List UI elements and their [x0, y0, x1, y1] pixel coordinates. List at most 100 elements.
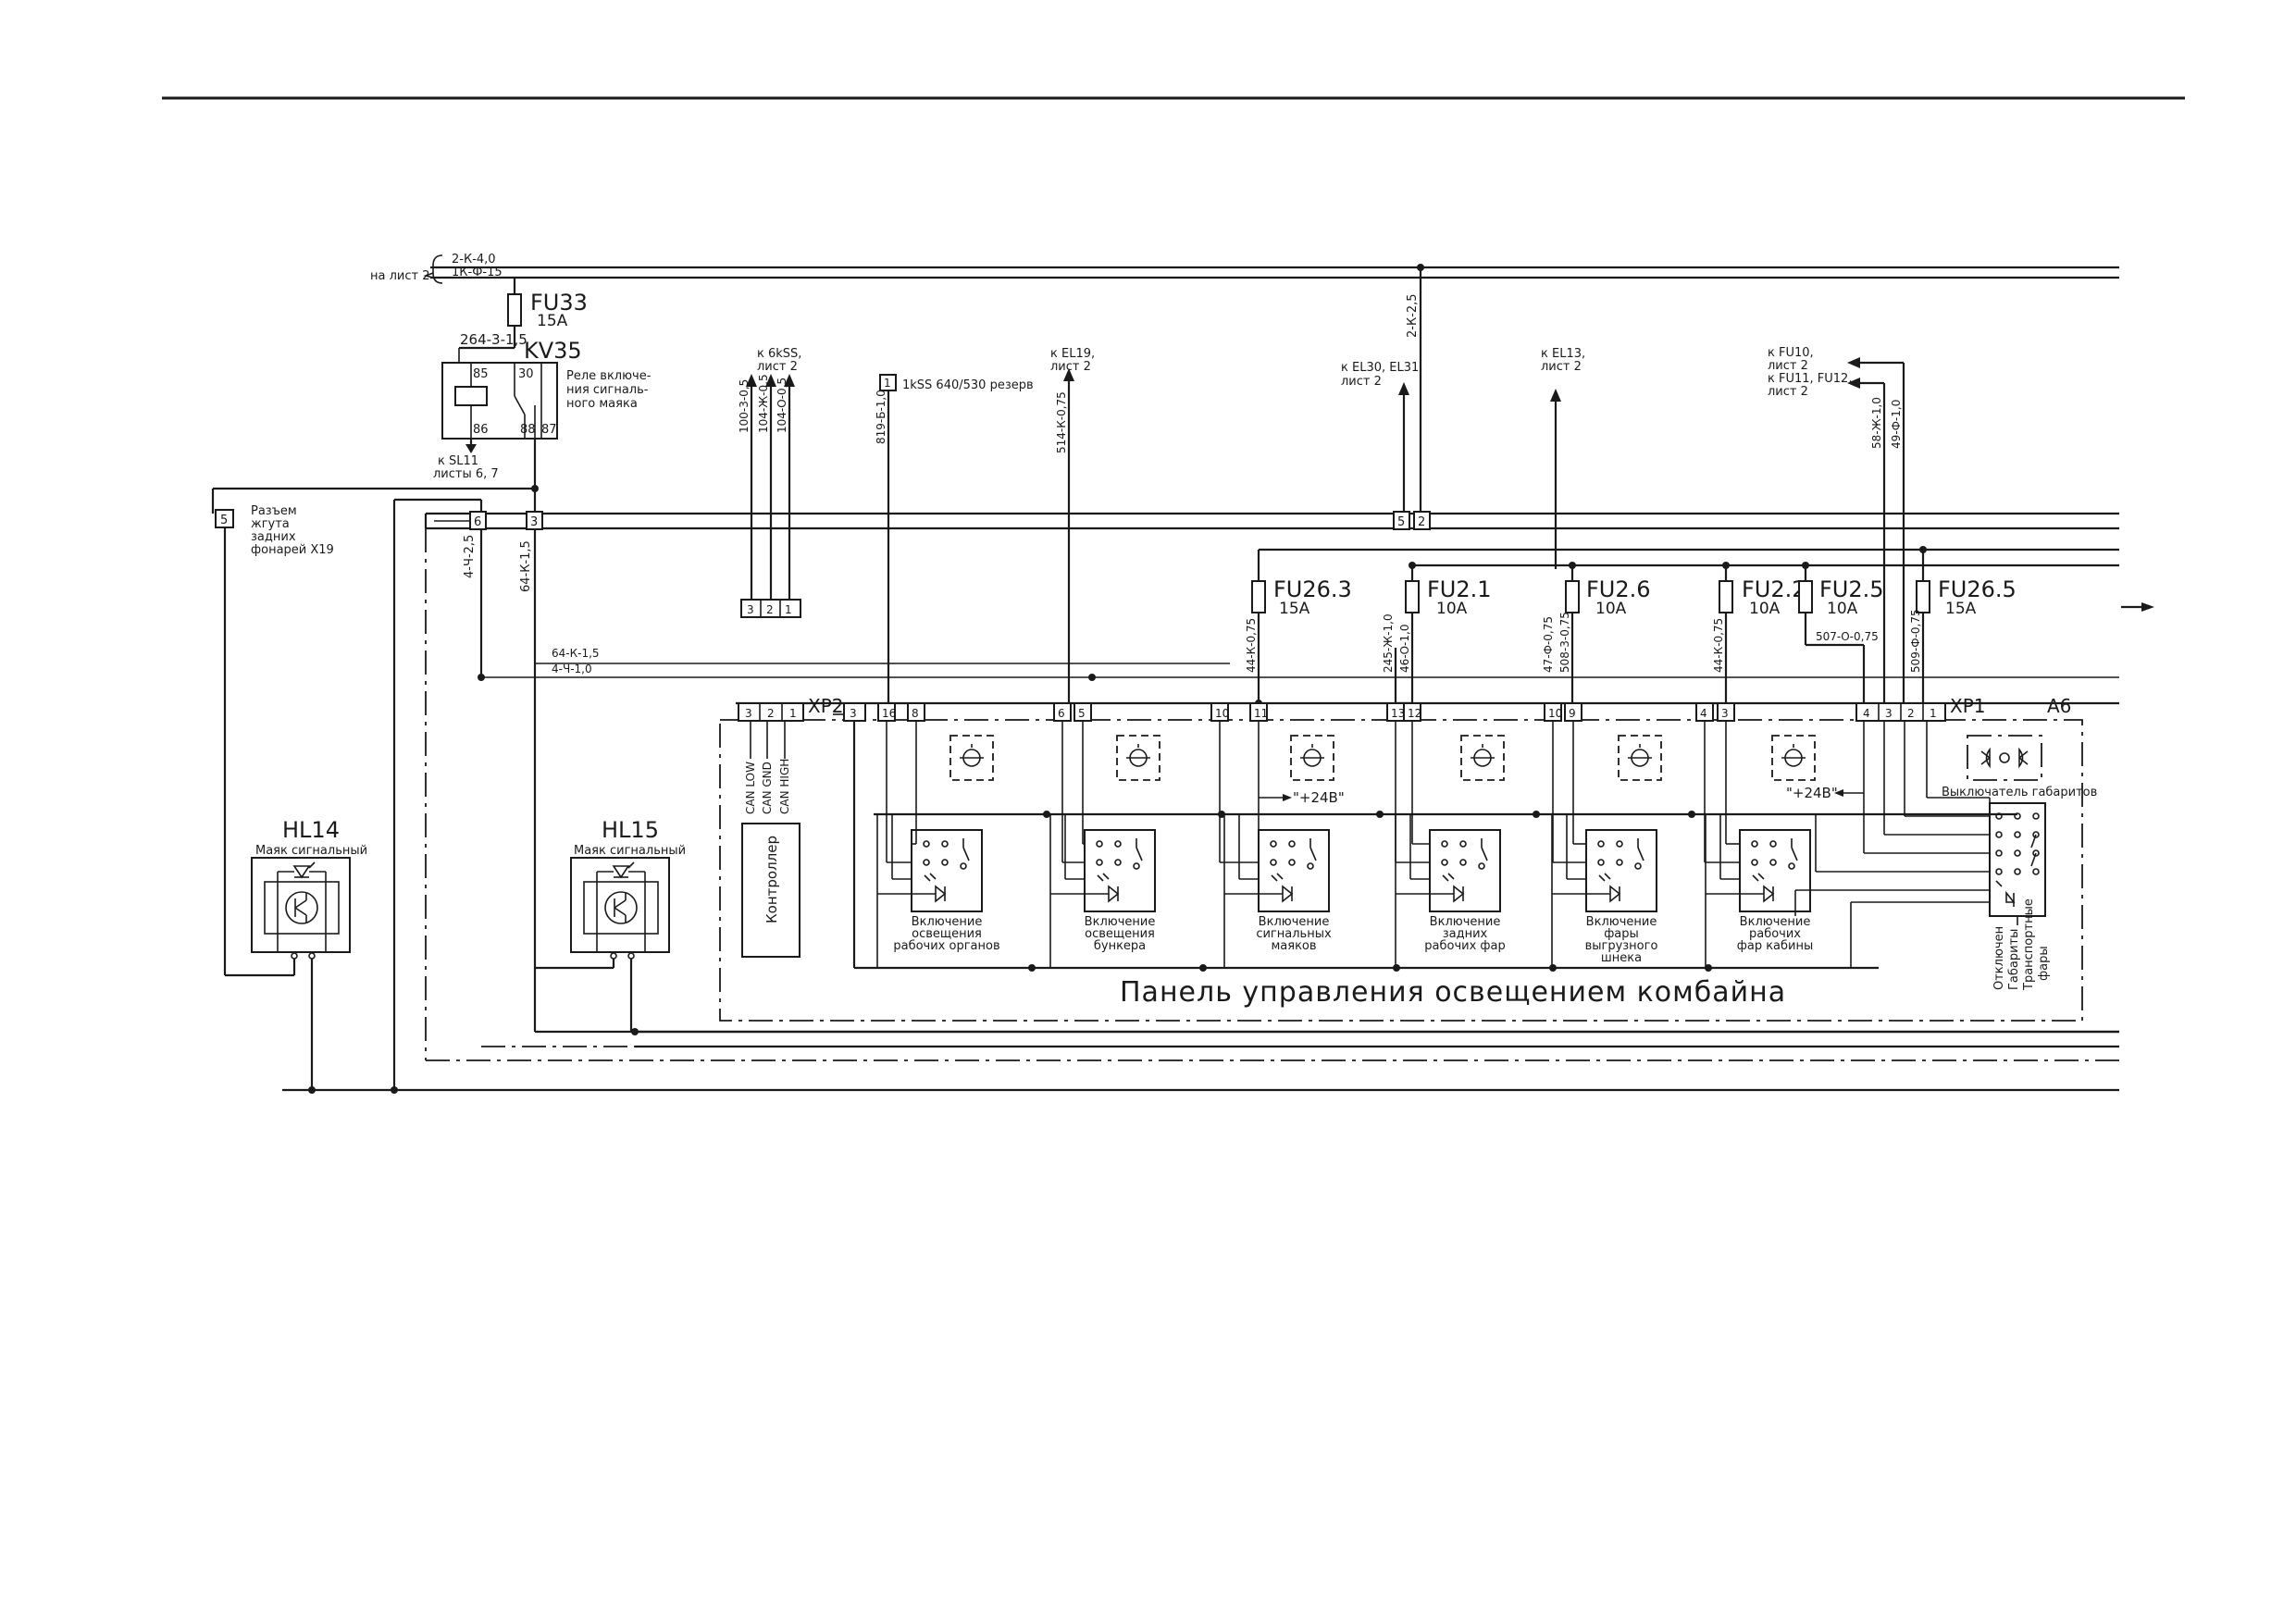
xp2-label: XP2 [808, 695, 844, 717]
fu21-rating: 10A [1436, 600, 1468, 618]
kv35-pin-87: 87 [541, 423, 557, 437]
switch-label-line: фар кабины [1737, 939, 1814, 953]
left-wiring: 5 Разъем жгута задних фонарей X19 6 3 4-… [211, 487, 2119, 1094]
switch-label-line: шнека [1601, 951, 1642, 965]
fu33-rating: 15A [537, 312, 568, 330]
panel-id: A6 [2047, 695, 2071, 717]
fu25-name: FU2.5 [1819, 576, 1884, 602]
panel-pin: 9 [1569, 707, 1576, 720]
hl14-label: Маяк сигнальный [255, 844, 367, 858]
ref-el13-2: лист 2 [1541, 360, 1582, 374]
auger-icon [1618, 735, 1662, 781]
panel-pin: 4 [1700, 707, 1707, 720]
fu26-wire-a: 47-Ф-0,75 [1542, 616, 1555, 673]
ref-fu10-wire-1: 58-Ж-1,0 [1870, 397, 1883, 449]
xp2-extra-pin: 3 [850, 707, 857, 720]
ref-1kss-text: 1kSS 640/530 резерв [902, 378, 1034, 392]
xp1-pin-2: 2 [1907, 707, 1915, 720]
panel-pin: 12 [1408, 707, 1421, 720]
external-references: к 6kSS, лист 2 100-3-0,5 104-Ж-0,5 104-О… [738, 267, 2154, 703]
x19-note-4: фонарей X19 [251, 543, 334, 557]
switch-label-line: фары [1604, 927, 1639, 941]
x19-note-1: Разъем [251, 504, 297, 518]
hl14-name: HL14 [282, 817, 340, 843]
can-high: CAN HIGH [778, 759, 791, 814]
fu22-rating: 10A [1749, 600, 1781, 618]
ref-fu10-4: лист 2 [1768, 385, 1808, 399]
switch-label-line: рабочих фар [1424, 939, 1505, 953]
hl15-name: HL15 [602, 817, 659, 843]
xp1-pin-1: 1 [1930, 707, 1937, 720]
rail-wire-b: 1К-Ф-15 [452, 266, 503, 279]
fu25-rating: 10A [1827, 600, 1858, 618]
switch-label-line: Включение [912, 915, 983, 929]
fu22-wire: 44-К-0,75 [1712, 618, 1725, 673]
kv35-pin-86: 86 [473, 423, 489, 437]
fu265-wire: 509-Ф-0,75 [1909, 609, 1922, 673]
fu33-fuse: FU33 15A [507, 278, 588, 348]
can-low: CAN LOW [744, 762, 757, 814]
ref-el19-wire: 514-К-0,75 [1055, 391, 1068, 453]
ref-6kss-1: к 6kSS, [757, 347, 801, 361]
hl15-label: Маяк сигнальный [574, 844, 686, 858]
power-rails: 2-К-4,0 1К-Ф-15 на лист 2 [370, 253, 2119, 284]
kv35-note-3: ного маяка [566, 397, 638, 411]
ref-fu10-wire-2: 49-Ф-1,0 [1890, 400, 1903, 449]
ref-fu10-3: к FU11, FU12, [1768, 372, 1852, 386]
xp1-label: XP1 [1950, 695, 1986, 717]
bus-term-3: 3 [530, 515, 538, 529]
ref-fu10-1: к FU10, [1768, 346, 1814, 360]
switch-label-line: выгрузного [1585, 939, 1658, 953]
wire-4ch: 4-Ч-2,5 [463, 535, 477, 578]
kv35-pin-88: 88 [520, 423, 536, 437]
fu21-name: FU2.1 [1427, 576, 1492, 602]
fu263-wire: 44-К-0,75 [1245, 618, 1258, 673]
kv35-pin-30: 30 [518, 367, 534, 381]
fu265-name: FU26.5 [1938, 576, 2017, 602]
switch-label-line: Включение [1259, 915, 1330, 929]
panel-pin: 3 [1721, 707, 1729, 720]
kv35-pin-85: 85 [473, 367, 489, 381]
switch-label-line: маяков [1271, 939, 1316, 953]
switch-label-line: Включение [1430, 915, 1501, 929]
wire-h1: 64-К-1,5 [552, 647, 600, 660]
marker-switch-title: Выключатель габаритов [1942, 786, 2097, 799]
fu25-wire: 507-О-0,75 [1816, 630, 1879, 643]
ref-6kss-2: лист 2 [757, 360, 798, 374]
to-sheet-ref: на лист 2 [370, 269, 429, 283]
switch-label-line: освещения [1085, 927, 1155, 941]
controller-label: Контроллер [763, 836, 780, 923]
switch-label-line: сигнальных [1256, 927, 1332, 941]
ref-1kss-wire: 819-Б-1,0 [875, 390, 887, 444]
switch-label-line: рабочих органов [893, 939, 999, 953]
ref-1kss-pin: 1 [884, 377, 891, 390]
kv35-to-sheet: листы 6, 7 [433, 467, 499, 481]
panel-pin: 13 [1391, 707, 1405, 720]
xp2-pin-1: 1 [789, 707, 797, 720]
bunker-icon [1116, 735, 1160, 781]
marker-v1: Отключен [1992, 926, 2006, 990]
beacon-hl14: HL14 Маяк сигнальный [251, 817, 367, 1090]
rear-lamp-icon [1460, 735, 1505, 781]
kv35-note-1: Реле включе- [566, 369, 652, 383]
wire-h2: 4-Ч-1,0 [552, 663, 592, 675]
ref-el13-1: к EL13, [1541, 347, 1585, 361]
x19-note-3: задних [251, 530, 296, 544]
fu22-name: FU2.2 [1742, 576, 1806, 602]
work-lights-icon [949, 735, 994, 781]
bus-term-2: 2 [1418, 515, 1425, 529]
xp2-pin-2: 2 [767, 707, 775, 720]
panel-pin: 6 [1058, 707, 1065, 720]
marker-v4: фары [2037, 946, 2051, 981]
switch-label-line: Включение [1085, 915, 1156, 929]
plus24-b: "+24В" [1786, 785, 1838, 801]
xp1-pin-4: 4 [1863, 707, 1870, 720]
ref-el30-wire: 2-К-2,5 [1406, 293, 1420, 338]
switch-label-line: рабочих [1749, 927, 1801, 941]
marker-lamp-icon [1980, 747, 2029, 769]
